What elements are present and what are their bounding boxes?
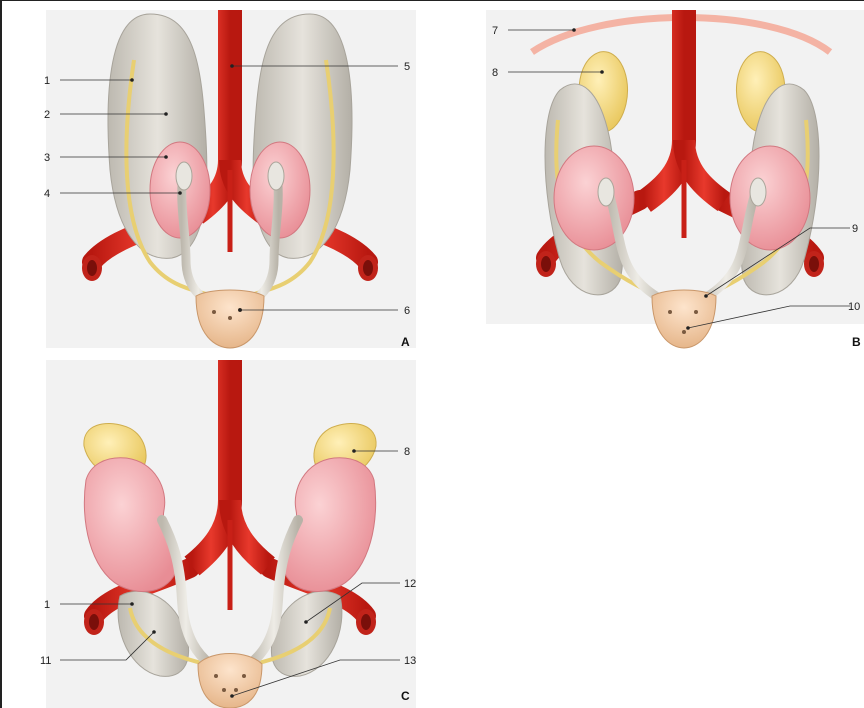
label-12: 12 [404,578,416,590]
label-8: 8 [404,446,410,458]
label-1: 1 [44,599,50,611]
panel-letter-b: B [852,335,861,349]
label-3: 3 [44,152,50,164]
panel-letter-c: C [401,689,410,703]
bladder [652,290,716,348]
label-10: 10 [848,301,860,313]
panel-letter-a: A [401,335,410,349]
label-6: 6 [404,305,410,317]
label-1: 1 [44,75,50,87]
panel-b: 7 8 9 10 B [486,10,864,349]
label-11: 11 [40,655,51,667]
label-9: 9 [852,223,858,235]
label-2: 2 [44,109,50,121]
panel-c: 8 1 11 12 13 C [40,360,416,708]
panel-a: 1 2 3 4 5 6 A [44,10,416,349]
label-8: 8 [492,67,498,79]
label-4: 4 [44,188,50,200]
label-13: 13 [404,655,416,667]
label-5: 5 [404,61,410,73]
label-7: 7 [492,25,498,37]
